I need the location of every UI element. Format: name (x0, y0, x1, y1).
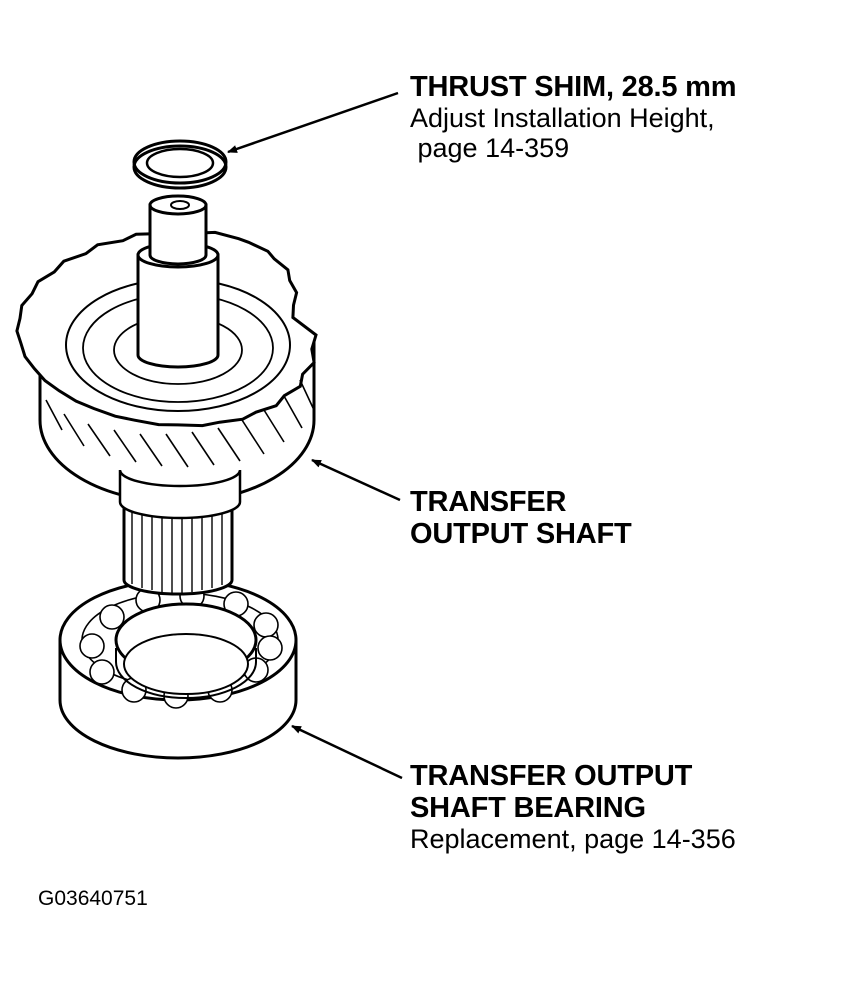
thrust-shim-title: THRUST SHIM, 28.5 mm (410, 71, 737, 103)
transfer-output-shaft-callout: TRANSFER OUTPUT SHAFT (410, 486, 632, 551)
shim-leader-arrow (227, 91, 399, 154)
thrust-shim-drawing (132, 139, 228, 190)
bearing-callout: TRANSFER OUTPUT SHAFT BEARING Replacemen… (410, 760, 736, 854)
thrust-shim-note-2: page 14-359 (410, 132, 570, 163)
spline-section (122, 498, 234, 596)
shaft-title-1: TRANSFER (410, 486, 567, 518)
shaft-title-2: OUTPUT SHAFT (410, 517, 632, 550)
bearing-title-1: TRANSFER OUTPUT (410, 760, 693, 792)
thrust-shim-callout: THRUST SHIM, 28.5 mm Adjust Installation… (410, 71, 737, 163)
shaft-leader-arrow (311, 458, 401, 502)
figure-id: G03640751 (38, 887, 148, 910)
shaft-drawing (136, 194, 220, 369)
bearing-drawing (58, 578, 298, 760)
thrust-shim-note-1: Adjust Installation Height, (410, 102, 715, 133)
bearing-leader-arrow (291, 724, 403, 780)
bearing-note: Replacement, page 14-356 (410, 823, 736, 854)
leader-lines (227, 91, 403, 780)
bearing-title-2: SHAFT BEARING (410, 791, 646, 824)
